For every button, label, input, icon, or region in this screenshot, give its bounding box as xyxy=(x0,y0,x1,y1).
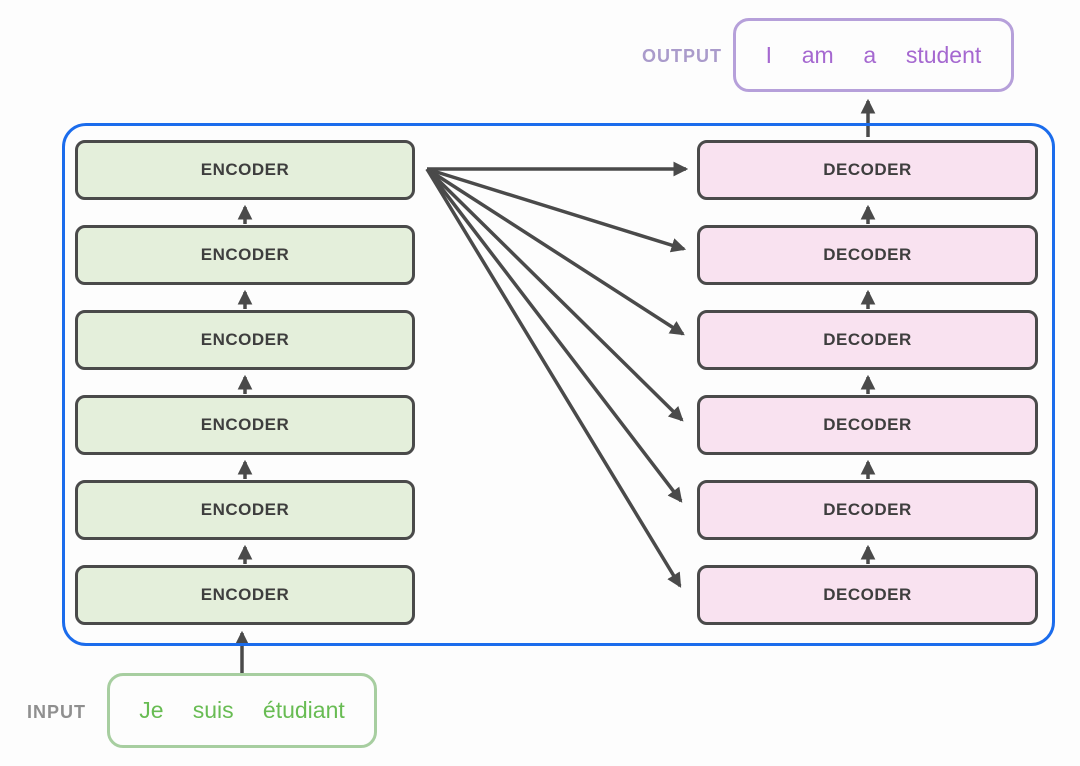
output-label: OUTPUT xyxy=(642,46,722,66)
decoder-box-2: DECODER xyxy=(697,225,1038,285)
output-word: a xyxy=(863,41,877,68)
encoder-box-3: ENCODER xyxy=(75,310,415,370)
decoder-box-5: DECODER xyxy=(697,480,1038,540)
output-word: student xyxy=(905,41,982,68)
output-word: am xyxy=(801,41,834,68)
input-word: Je xyxy=(139,697,164,723)
decoder-label: DECODER xyxy=(823,415,912,434)
input-word: suis xyxy=(192,697,234,723)
output-sentence-box: I am a student xyxy=(733,18,1014,92)
decoder-label: DECODER xyxy=(823,245,912,264)
encoder-label: ENCODER xyxy=(200,500,290,519)
encoder-label: ENCODER xyxy=(200,245,290,264)
encoder-box-1: ENCODER xyxy=(75,140,415,200)
decoder-label: DECODER xyxy=(823,500,912,519)
encoder-decoder-frame xyxy=(62,123,1055,646)
encoder-label: ENCODER xyxy=(200,585,290,604)
encoder-label: ENCODER xyxy=(200,160,290,179)
output-word: I xyxy=(765,41,773,68)
encoder-label: ENCODER xyxy=(200,330,290,349)
encoder-box-2: ENCODER xyxy=(75,225,415,285)
encoder-box-5: ENCODER xyxy=(75,480,415,540)
encoder-label: ENCODER xyxy=(200,415,290,434)
decoder-box-1: DECODER xyxy=(697,140,1038,200)
encoder-box-6: ENCODER xyxy=(75,565,415,625)
input-sentence-box: Je suis étudiant xyxy=(107,673,377,748)
decoder-label: DECODER xyxy=(823,160,912,179)
decoder-label: DECODER xyxy=(823,585,912,604)
decoder-label: DECODER xyxy=(823,330,912,349)
decoder-box-6: DECODER xyxy=(697,565,1038,625)
decoder-box-4: DECODER xyxy=(697,395,1038,455)
input-label: INPUT xyxy=(27,702,86,722)
encoder-box-4: ENCODER xyxy=(75,395,415,455)
decoder-box-3: DECODER xyxy=(697,310,1038,370)
input-word: étudiant xyxy=(262,697,345,723)
